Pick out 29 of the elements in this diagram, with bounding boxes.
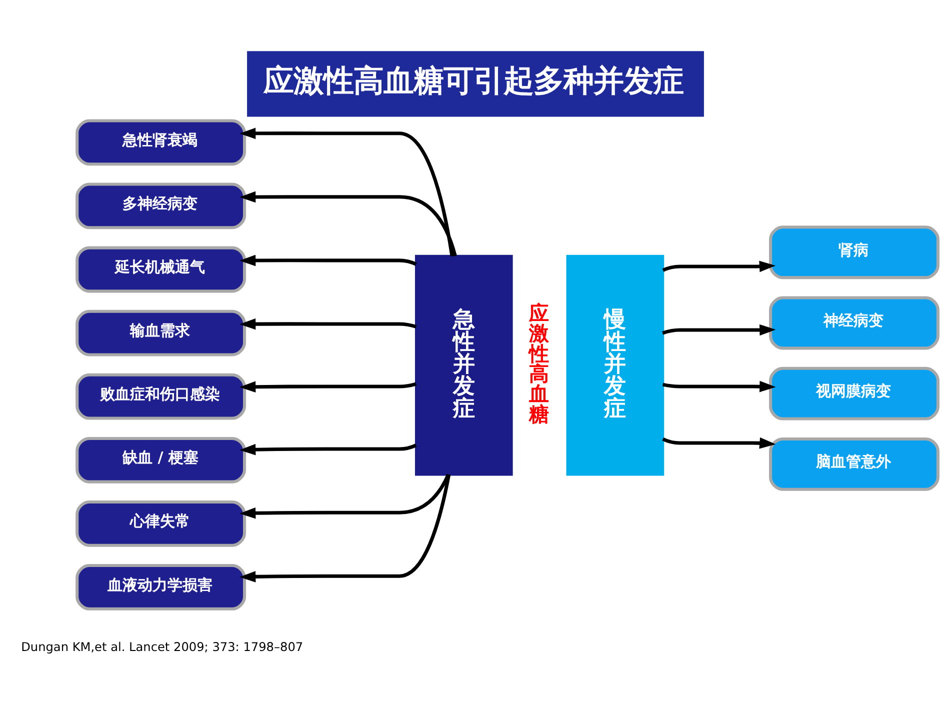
node-box: 心律失常 — [75, 500, 246, 547]
label: Dungan KM,et al. Lancet 2009; 373: 1798–807 — [20, 640, 303, 654]
arrow — [662, 324, 776, 336]
node-box: 败血症和伤口感染 — [75, 373, 246, 420]
node-box: 血液动力学损害 — [75, 564, 246, 610]
node-box: 视网膜病变 — [768, 366, 939, 420]
arrow — [238, 474, 450, 582]
node-box: 急性并发症 — [414, 254, 512, 476]
arrow — [662, 437, 776, 449]
node-box: 输血需求 — [75, 310, 246, 356]
arrow — [238, 128, 454, 256]
node-box: 急性肾衰竭 — [75, 119, 246, 166]
arrow — [238, 191, 456, 257]
arrow — [238, 381, 416, 392]
node-text: 应激性高血糖 — [528, 300, 548, 426]
node-box: 缺血 / 梗塞 — [75, 436, 246, 484]
arrow — [662, 260, 776, 272]
arrow — [238, 474, 450, 519]
arrow — [238, 444, 416, 456]
node-box: 神经病变 — [768, 296, 939, 350]
arrow — [238, 254, 416, 266]
node-box: 肾病 — [768, 226, 939, 280]
arrow — [662, 380, 776, 392]
node-box: 多神经病变 — [75, 182, 246, 230]
node-box: 延长机械通气 — [75, 246, 246, 293]
node-box: 脑血管意外 — [768, 437, 939, 491]
arrow — [238, 318, 416, 330]
diagram-title: 应激性高血糖可引起多种并发症 — [263, 64, 684, 99]
node-box: 慢性并发症 — [566, 254, 664, 476]
